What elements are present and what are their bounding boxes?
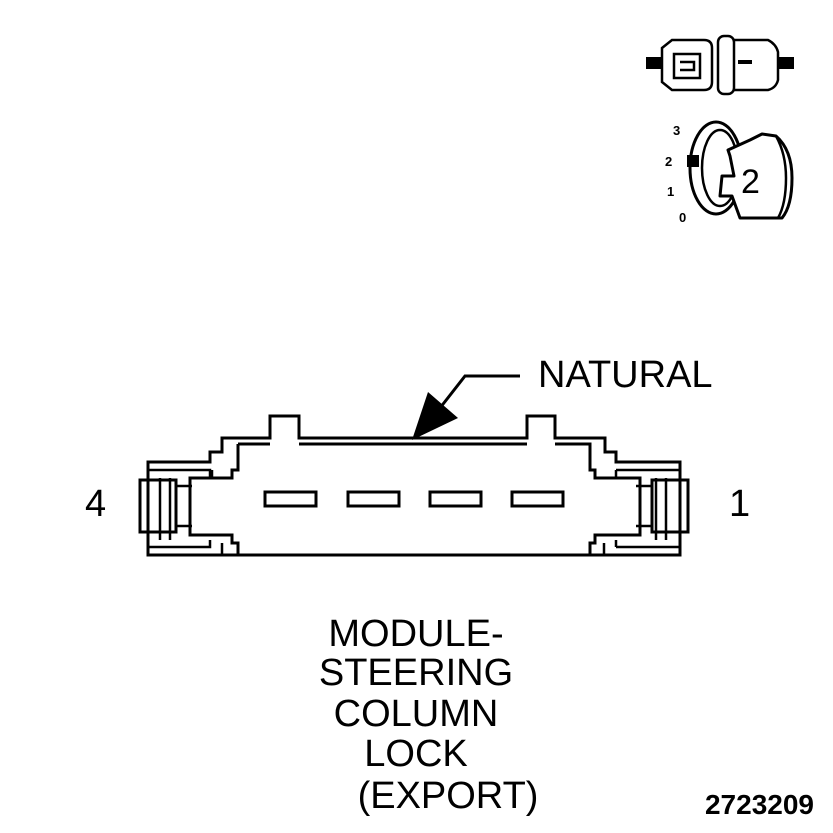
connector-title-line-4: LOCK (364, 733, 467, 775)
connector-color-label: NATURAL (538, 354, 713, 396)
pin-number-left: 4 (85, 483, 106, 525)
ignition-current-position: 2 (741, 163, 760, 201)
terminal-cavity-3 (346, 490, 401, 508)
ignition-position-2: 2 (665, 154, 672, 169)
connector-title-line-5: (EXPORT) (358, 775, 539, 817)
connector-title-line-2: STEERING (319, 652, 513, 694)
figure-number: 2723209 (705, 789, 814, 820)
connector-title-line-1: MODULE- (328, 613, 503, 655)
ignition-position-0: 0 (679, 210, 686, 225)
connector-title: MODULE- STEERING COLUMN LOCK (EXPORT) (319, 613, 539, 817)
connector-face (138, 414, 690, 557)
terminal-cavity-2 (428, 490, 483, 508)
ignition-position-3: 3 (673, 123, 680, 138)
ignition-indicator-mark (687, 155, 699, 167)
ignition-position-1: 1 (667, 184, 674, 199)
pin-number-right: 1 (729, 483, 750, 525)
color-leader-arrow (412, 374, 520, 440)
ignition-key-icon: 3 2 1 0 2 (665, 120, 794, 225)
connector-mating-icon (646, 34, 794, 96)
terminal-cavity-1 (510, 490, 565, 508)
connector-title-line-3: COLUMN (334, 693, 499, 735)
terminal-cavity-4 (263, 490, 318, 508)
